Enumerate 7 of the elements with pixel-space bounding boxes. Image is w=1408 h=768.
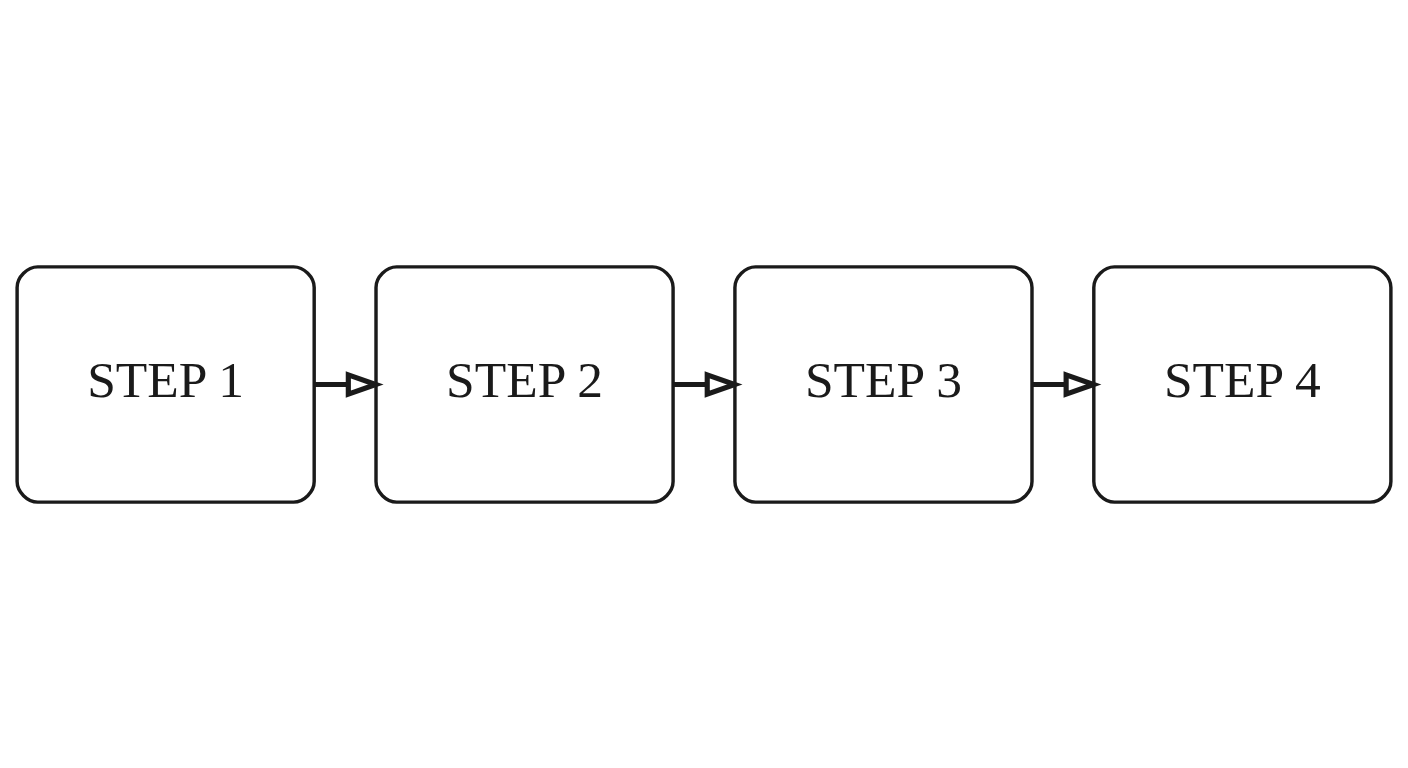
arrow <box>673 370 743 398</box>
arrow <box>1032 370 1102 398</box>
arrow <box>314 370 384 398</box>
node-box: STEP 2 <box>374 264 675 504</box>
node-box: STEP 4 <box>1092 264 1393 504</box>
node-box: STEP 3 <box>733 264 1034 504</box>
node-box: STEP 1 <box>15 264 316 504</box>
